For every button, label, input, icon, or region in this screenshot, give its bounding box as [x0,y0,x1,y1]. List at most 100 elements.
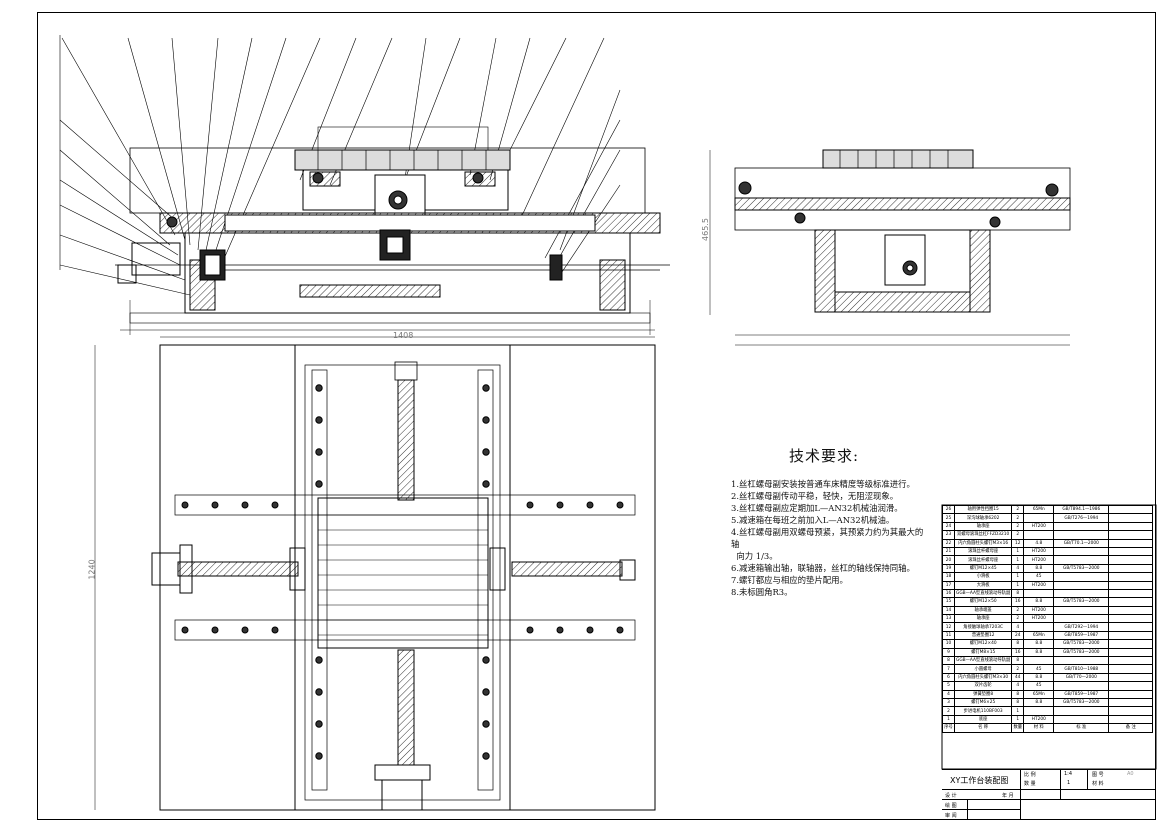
bom-cell-note [1108,630,1154,641]
bom-header-note: 备 注 [1108,723,1154,733]
bom-cell-no: 25 [942,513,955,523]
bom-cell-note [1108,697,1154,708]
bom-cell-std [1053,656,1110,666]
bom-cell-no: 24 [942,521,955,532]
bom-cell-qty: 2 [1011,504,1025,515]
bom-cell-qty: 8 [1011,588,1025,599]
tech-item: 4.丝杠螺母副用双螺母预紧，其预紧力约为其最大的轴 向力 1/3。 [731,527,924,561]
bom-cell-name: GGB—AA型直线滚动导轨副 [953,588,1013,599]
bom-cell-mat [1023,622,1055,632]
bom-cell-std: GB/T5783—2000 [1053,639,1110,649]
bom-cell-note [1108,664,1154,674]
bom-cell-mat: HT200 [1023,555,1055,565]
bom-cell-mat: 45 [1023,681,1055,691]
bom-cell-note [1108,546,1154,557]
bom-cell-no: 13 [942,614,955,624]
bom-cell-note [1108,580,1154,590]
bom-cell-note [1108,530,1154,540]
bom-cell-qty: 8 [1011,697,1025,708]
bom-cell-mat: HT200 [1023,546,1055,557]
bom-cell-mat [1023,706,1055,716]
bom-cell-mat: HT200 [1023,614,1055,624]
bom-cell-note [1108,504,1154,515]
bom-cell-qty: 1 [1011,714,1025,725]
bom-cell-qty: 8 [1011,656,1025,666]
bom-cell-qty: 8 [1011,639,1025,649]
bom-cell-mat: 8.8 [1023,563,1055,574]
drawing-no: A0 [1127,771,1134,777]
bom-cell-no: 2 [942,706,955,716]
side-height-dimension: 465.5 [700,218,710,241]
bom-cell-qty: 1 [1011,706,1025,716]
bom-cell-qty: 4 [1011,622,1025,632]
bom-cell-note [1108,538,1154,548]
drafter-label: 绘 图 [945,803,957,809]
bom-cell-note [1108,656,1154,666]
bom-cell-qty: 2 [1011,521,1025,532]
bom-cell-name: 双片齿轮 [953,681,1013,691]
bom-cell-std: GB/T292—1994 [1053,622,1110,632]
plan-view [94,336,656,811]
bom-cell-name: 轴用弹性挡圈15 [953,504,1013,515]
bom-cell-no: 16 [942,588,955,599]
title-block: XY工作台装配图 比 例 1:4 图 号 A0 数 量 1 材 料 设 计 年 … [942,769,1156,820]
bom-cell-no: 7 [942,664,955,674]
bom-cell-mat: HT200 [1023,580,1055,590]
qty-value: 1 [1067,780,1071,786]
bom-cell-qty: 1 [1011,555,1025,565]
bom-cell-mat: HT200 [1023,605,1055,616]
bom-cell-name: 大滑板 [953,580,1013,590]
tech-requirements: 技术要求: 1.丝杠螺母副安装按普通车床精度等级标准进行。 2.丝杠螺母副传动平… [731,445,931,598]
bom-cell-name: 螺钉M8×15 [953,647,1013,658]
bom-cell-name: 弹簧垫圈8 [953,689,1013,700]
bom-cell-std [1053,572,1110,582]
bom-cell-mat: 45 [1023,572,1055,582]
bom-cell-std: GB/T859—1987 [1053,689,1110,700]
bom-cell-mat: 65Mn [1023,630,1055,641]
bom-cell-name: 步进电机110BF003 [953,706,1013,716]
tech-item: 7.螺钉都应与相应的垫片配用。 [731,575,848,585]
bom-cell-qty: 44 [1011,672,1025,683]
bom-cell-note [1108,639,1154,649]
bom-cell-qty: 2 [1011,614,1025,624]
bom-cell-std: GB/T894.1—1986 [1053,504,1110,515]
bom-cell-no: 6 [942,672,955,683]
bom-cell-name: 滚珠丝杆螺母座 [953,555,1013,565]
bom-cell-qty: 24 [1011,630,1025,641]
bom-cell-no: 14 [942,605,955,616]
bom-cell-std: GB/T70—2000 [1053,672,1110,683]
bom-cell-name: 小滑板 [953,572,1013,582]
bom-cell-mat: 8.8 [1023,697,1055,708]
bom-cell-no: 22 [942,538,955,548]
bom-cell-no: 1 [942,714,955,725]
bom-cell-std: GB/T70.1—2000 [1053,538,1110,548]
bom-cell-no: 18 [942,572,955,582]
bom-cell-std [1053,521,1110,532]
bom-cell-qty: 4 [1011,681,1025,691]
bom-cell-mat: 8.8 [1023,597,1055,607]
bom-cell-mat: 65Mn [1023,504,1055,515]
bom-cell-mat [1023,513,1055,523]
side-view [709,149,1071,346]
bom-cell-no: 15 [942,597,955,607]
tech-item: 5.减速箱在每班之前加入L—AN32机械油。 [731,515,895,525]
bom-cell-no: 3 [942,697,955,708]
bom-cell-note [1108,689,1154,700]
bom-cell-mat: HT200 [1023,521,1055,532]
bom-cell-name: 普通垫圈12 [953,630,1013,641]
bom-cell-no: 19 [942,563,955,574]
bom-header-row: 序号名 称数量材 料标 准备 注 [942,723,1154,733]
bom-cell-note [1108,605,1154,616]
designer-label: 设 计 [945,793,957,799]
bom-cell-std [1053,706,1110,716]
